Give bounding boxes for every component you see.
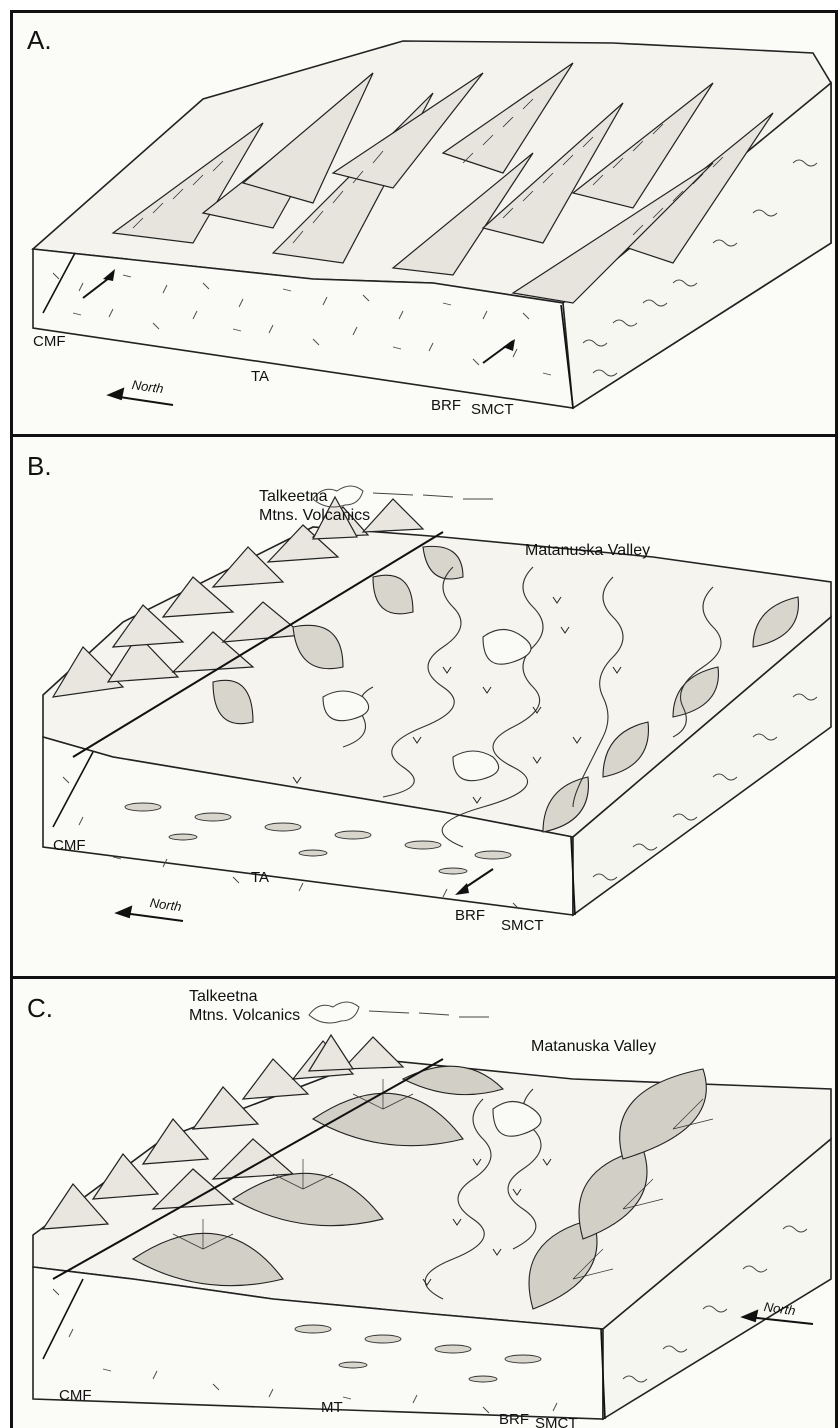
volcanics-label: Talkeetna Mtns. Volcanics	[259, 487, 370, 525]
volcanics-label: Talkeetna Mtns. Volcanics	[189, 987, 300, 1025]
mt-label: MT	[321, 1399, 343, 1416]
brf-label: BRF	[455, 907, 485, 924]
ta-label: TA	[251, 368, 269, 385]
brf-label: BRF	[499, 1411, 529, 1428]
panel-label: B.	[27, 451, 52, 482]
cmf-label: CMF	[33, 333, 66, 350]
block-diagram-c	[13, 979, 838, 1428]
valley-label: Matanuska Valley	[531, 1037, 656, 1056]
smct-label: SMCT	[501, 917, 544, 934]
block-diagram-b	[13, 437, 838, 980]
smct-label: SMCT	[471, 401, 514, 418]
block-diagram-a	[13, 13, 838, 438]
panel-b: B. Talkeetna Mtns. Volcanics Matanuska V…	[10, 434, 838, 980]
smct-label: SMCT	[535, 1415, 578, 1428]
cmf-label: CMF	[59, 1387, 92, 1404]
cmf-label: CMF	[53, 837, 86, 854]
panel-label: C.	[27, 993, 53, 1024]
panel-a: A. CMF TA BRF SMCT North	[10, 10, 838, 438]
valley-label: Matanuska Valley	[525, 541, 650, 560]
brf-label: BRF	[431, 397, 461, 414]
panel-label: A.	[27, 25, 52, 56]
ta-label: TA	[251, 869, 269, 886]
panel-c: C. Talkeetna Mtns. Volcanics Matanuska V…	[10, 976, 838, 1428]
